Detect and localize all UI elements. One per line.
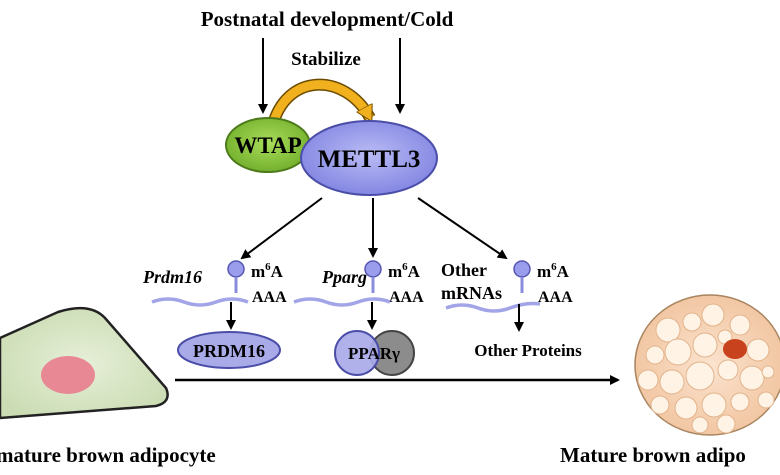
right-cell-nucleus [723,339,747,359]
m6a-mark-other [513,260,531,278]
protein-ppar-light-subunit [334,330,380,376]
protein-prdm16-label: PRDM16 [193,341,265,361]
protein-ppar-label: PPARγ [348,344,400,363]
m6a-mark-pparg [364,260,382,278]
left-cell-nucleus [41,356,95,394]
m6a-mark-prdm16 [227,260,245,278]
gene-pparg-label: Pparg [321,267,367,287]
gene-prdm16-label: Prdm16 [142,267,202,287]
right-cell-label: Mature brown adipo [560,443,746,467]
mettl3-label: METTL3 [318,146,421,173]
gene-other-label-line2: mRNAs [441,283,502,303]
polya-label-prdm16: AAA [252,289,287,306]
right-cell [634,294,780,436]
protein-prdm16-node [177,331,281,369]
mrna-other [445,301,541,313]
mrna-prdm16 [151,297,249,307]
arrow-mettl3-to-prdm16 [240,197,323,260]
stabilize-label: Stabilize [291,49,361,70]
m6a-label-other: m6A [537,261,570,281]
arrow-mettl3-to-other [417,197,508,260]
protein-other-label: Other Proteins [474,341,582,360]
mettl3-node [300,120,438,196]
m6a-label-prdm16: m6A [251,261,284,281]
polya-label-other: AAA [538,289,573,306]
wtap-label: WTAP [234,133,301,158]
left-cell-label: mature brown adipocyte [0,443,216,467]
m6a-label-pparg: m6A [388,261,421,281]
gene-other-label-line1: Other [441,260,487,280]
polya-label-pparg: AAA [389,289,424,306]
top-label: Postnatal development/Cold [201,7,454,31]
mrna-pparg [293,297,391,307]
